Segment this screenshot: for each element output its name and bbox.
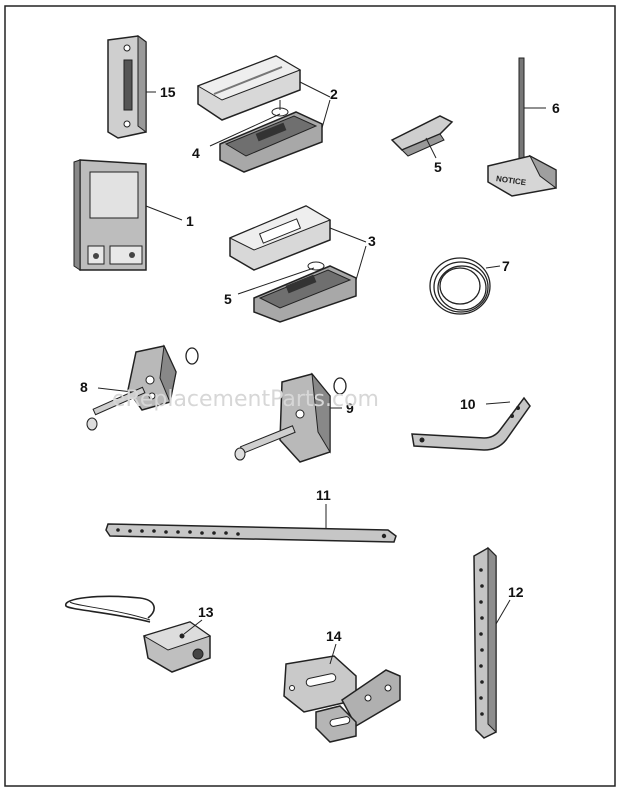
part-14-mounting-bracket[interactable] (283, 655, 401, 743)
leader-lines (97, 81, 546, 665)
callout-7: 7 (502, 258, 510, 274)
callout-3: 3 (368, 233, 376, 249)
callout-12: 12 (508, 584, 524, 600)
callout-5-top: 5 (434, 159, 442, 175)
callout-14: 14 (326, 628, 342, 644)
part-1-control-panel[interactable] (73, 159, 147, 271)
callout-2: 2 (330, 86, 338, 102)
callout-6: 6 (552, 100, 560, 116)
part-8-door-bracket[interactable] (86, 344, 199, 431)
callout-11: 11 (316, 487, 331, 503)
part-3-remote-transmitter[interactable] (228, 205, 357, 323)
notice-label: NOTICE (495, 174, 527, 187)
callout-4: 4 (192, 145, 200, 161)
part-12-angle-iron[interactable] (473, 546, 497, 739)
watermark: eReplacementParts.com (112, 387, 379, 412)
callout-13: 13 (198, 604, 214, 620)
part-15-wall-button[interactable] (107, 35, 147, 139)
callout-15: 15 (160, 84, 176, 100)
part-11-straight-door-arm[interactable] (105, 523, 397, 543)
part-13-safety-sensor[interactable] (65, 595, 212, 673)
callout-10: 10 (460, 396, 476, 412)
part-7-wire-coil[interactable] (429, 257, 491, 315)
callout-1: 1 (186, 213, 194, 229)
callout-5-middle: 5 (224, 291, 232, 307)
part-5-visor-clip-top[interactable] (390, 115, 454, 157)
part-2-remote-transmitter[interactable] (196, 55, 323, 173)
callout-9: 9 (346, 400, 354, 416)
part-10-curved-door-arm[interactable] (411, 396, 531, 451)
callout-8: 8 (80, 379, 88, 395)
part-6-notice-tag[interactable]: NOTICE (487, 57, 557, 197)
part-9-trolley-bracket[interactable] (234, 372, 347, 463)
